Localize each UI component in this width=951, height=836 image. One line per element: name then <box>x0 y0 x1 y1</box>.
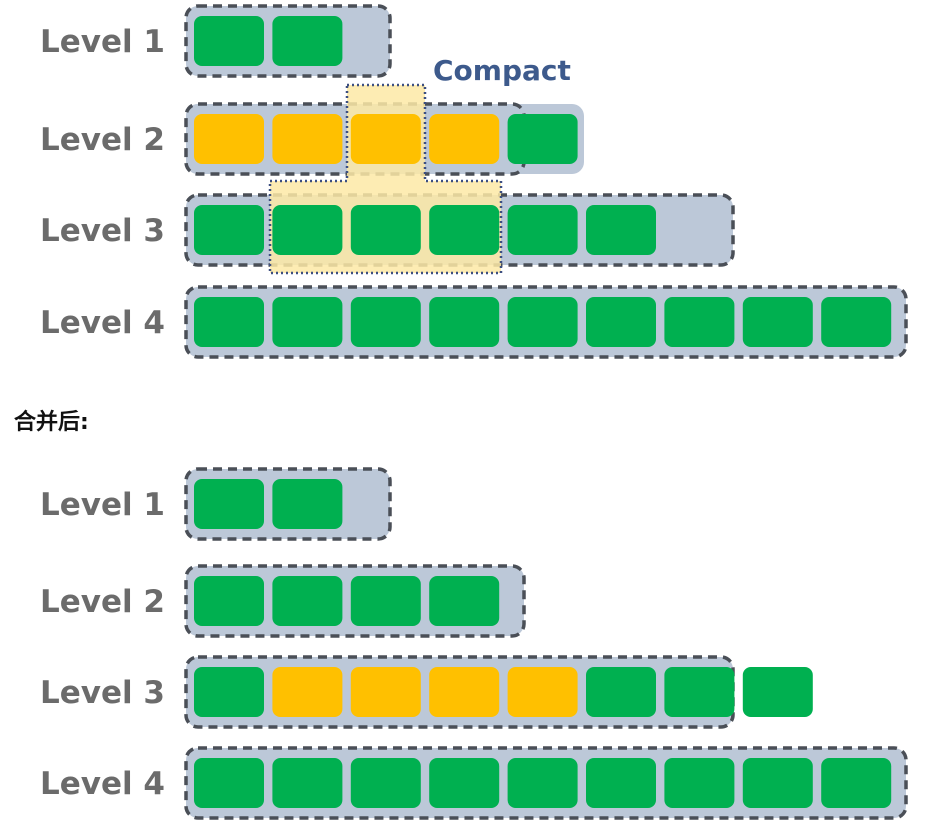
before-level-4-block-4 <box>429 297 500 347</box>
before-level-3-block-3 <box>350 205 421 255</box>
after-level-4-block-4 <box>429 758 500 808</box>
before-level-3-block-6 <box>586 205 656 255</box>
after-level-3-block-3 <box>350 667 421 717</box>
after-level-2-block-1 <box>194 576 264 626</box>
before-level-4-label: Level 4 <box>40 305 165 341</box>
before-level-2-block-1 <box>194 114 264 164</box>
before-level-1-label: Level 1 <box>40 24 165 60</box>
before-level-4-block-6 <box>586 297 656 347</box>
after-level-4-block-6 <box>586 758 656 808</box>
after-level-1-block-2 <box>272 479 343 529</box>
after-level-3-block-1 <box>194 667 264 717</box>
before-level-1-block-1 <box>194 16 264 66</box>
after-level-1-label: Level 1 <box>40 487 165 523</box>
after-level-4-label: Level 4 <box>40 766 165 802</box>
before-level-4-block-3 <box>350 297 421 347</box>
before-level-3-block-4 <box>429 205 500 255</box>
after-merge-heading: 合并后: <box>14 410 89 435</box>
after-level-2-block-3 <box>350 576 421 626</box>
before-level-3-block-2 <box>272 205 343 255</box>
after-level-3-block-4 <box>429 667 500 717</box>
before-level-3-block-1 <box>194 205 264 255</box>
after-level-4-block-5 <box>507 758 578 808</box>
after-level-3-label: Level 3 <box>40 675 165 711</box>
before-level-4-block-9 <box>821 297 892 347</box>
after-level-2-block-2 <box>272 576 343 626</box>
after-level-2-label: Level 2 <box>40 584 165 620</box>
before-level-3-block-5 <box>507 205 578 255</box>
before-level-2-label: Level 2 <box>40 122 165 158</box>
after-level-2-block-4 <box>429 576 500 626</box>
before-level-2-block-2 <box>272 114 343 164</box>
after-level-3-block-7 <box>664 667 735 717</box>
after-level-3-block-6 <box>586 667 656 717</box>
after-level-4-block-1 <box>194 758 264 808</box>
before-level-4-block-2 <box>272 297 343 347</box>
after-level-4-block-7 <box>664 758 735 808</box>
after-level-1-block-1 <box>194 479 264 529</box>
before-level-1-block-2 <box>272 16 343 66</box>
after-level-3-block-2 <box>272 667 343 717</box>
before-level-2-block-4 <box>429 114 500 164</box>
after-level-4-block-8 <box>742 758 813 808</box>
compact-label: Compact <box>433 54 571 87</box>
before-level-3-label: Level 3 <box>40 213 165 249</box>
before-level-2-block-5 <box>507 114 578 164</box>
after-level-4-block-2 <box>272 758 343 808</box>
before-level-4-block-7 <box>664 297 735 347</box>
before-level-4-block-5 <box>507 297 578 347</box>
after-level-4-block-3 <box>350 758 421 808</box>
before-level-2-block-3 <box>350 114 421 164</box>
after-level-4-block-9 <box>821 758 892 808</box>
after-level-3-block-5 <box>507 667 578 717</box>
before-level-4-block-8 <box>742 297 813 347</box>
after-level-3-block-8 <box>742 667 813 717</box>
before-level-4-block-1 <box>194 297 264 347</box>
